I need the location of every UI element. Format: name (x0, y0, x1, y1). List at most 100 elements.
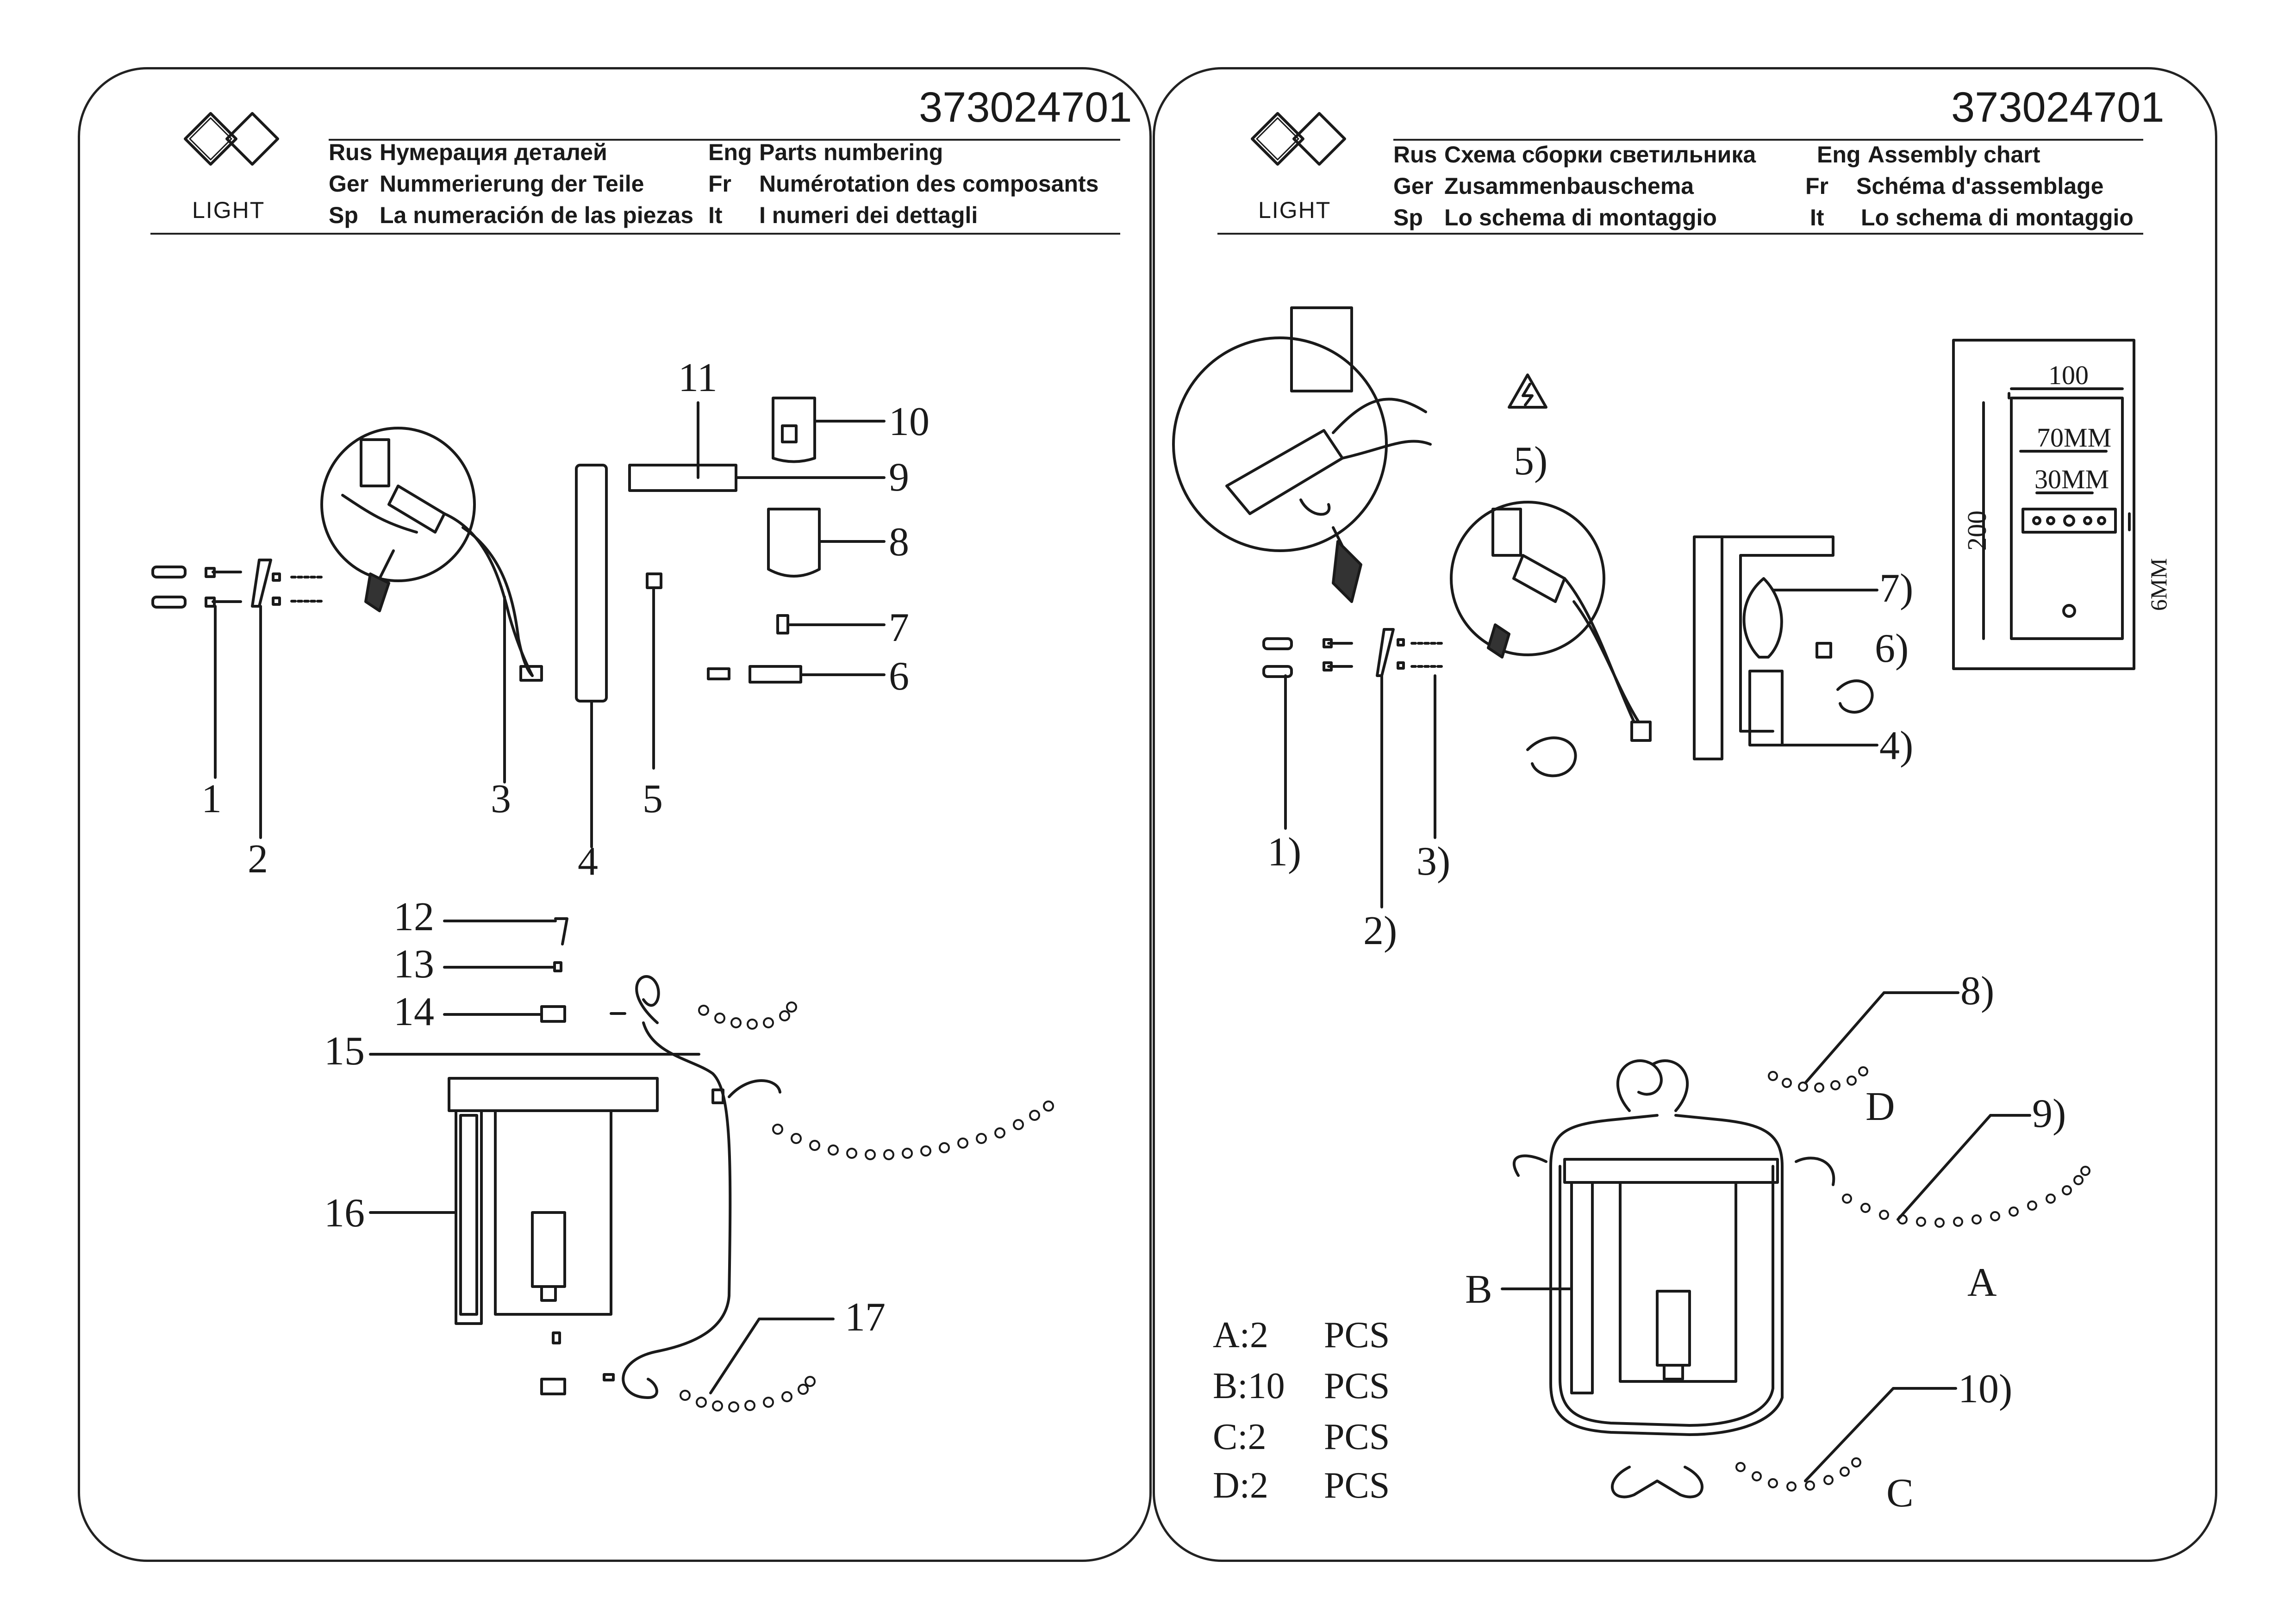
left-logo-icon (184, 112, 279, 166)
heading-text: Parts numbering (759, 139, 943, 165)
part-number: 12 (393, 895, 434, 939)
candle-bulb (1742, 577, 1783, 659)
heading-text: Lo schema di montaggio (1861, 205, 2134, 230)
dim-outer: 70MM (2037, 423, 2111, 453)
step-label: 2) (1363, 908, 1397, 953)
dim-height: 200 (1962, 510, 1992, 551)
nut (646, 572, 662, 589)
lang-code: Sp (329, 202, 358, 228)
pieces-unit: PCS (1324, 1417, 1390, 1457)
pieces-letter: D:2 (1213, 1465, 1268, 1506)
lang-code: Rus (329, 139, 373, 165)
lang-code: Fr (1805, 173, 1828, 199)
left-product-code: 373024701 (919, 84, 1132, 131)
pieces-letter: C:2 (1213, 1417, 1267, 1457)
part-number: 2 (248, 837, 268, 882)
heading-text: Zusammenbauschema (1444, 173, 1694, 199)
part-number: 11 (678, 355, 718, 400)
letter-label: C (1886, 1471, 1914, 1516)
letter-label: D (1866, 1084, 1895, 1129)
left-heading-it: It I numeri dei dettagli (708, 202, 978, 229)
part-number: 10 (889, 399, 930, 444)
part-number: 17 (845, 1295, 886, 1340)
right-heading-eng: Eng Assembly chart (1817, 141, 2040, 168)
heading-text: Nummerierung der Teile (380, 171, 644, 197)
mounting-plate-frame (1952, 339, 2135, 670)
pieces-unit: PCS (1324, 1465, 1390, 1506)
part-number: 5 (643, 777, 663, 821)
right-header-rule-top (1393, 139, 2143, 141)
left-heading-sp: Sp La numeración de las piezas (329, 202, 693, 229)
pieces-row: C:2 PCS (1213, 1416, 1390, 1458)
heading-text: Нумерация деталей (380, 139, 607, 165)
part-number: 9 (889, 455, 909, 500)
wiring-detail-circle-small (1450, 501, 1605, 656)
wall-bracket (1693, 535, 1723, 760)
heading-text: La numeración de las piezas (380, 202, 694, 228)
heading-text: I numeri dei dettagli (759, 202, 978, 228)
step-label: 1) (1267, 830, 1301, 875)
step-label: 6) (1875, 626, 1909, 671)
step-label: 9) (2032, 1091, 2066, 1136)
crystal-chain-left-bottom (680, 1376, 816, 1412)
lang-code: Eng (1817, 142, 1861, 168)
lang-code: Ger (1393, 173, 1434, 199)
crystal-chain-right-a (1842, 1166, 2090, 1228)
right-product-code: 373024701 (1951, 84, 2165, 131)
step-label: 5) (1514, 439, 1547, 484)
crystal-chain-right-d (1768, 1066, 1868, 1093)
right-heading-rus: Rus Схема сборки светильника (1393, 141, 1756, 168)
part-number: 15 (324, 1029, 365, 1074)
part-number: 7 (889, 605, 909, 650)
lang-code: It (708, 202, 723, 228)
lang-code: Rus (1393, 142, 1437, 168)
right-header-rule-bottom (1217, 233, 2143, 235)
right-heading-fr: Fr Schéma d'assemblage (1805, 173, 2103, 199)
pieces-unit: PCS (1324, 1366, 1390, 1406)
left-heading-ger: Ger Nummerierung der Teile (329, 170, 644, 197)
heading-text: Lo schema di montaggio (1444, 205, 1717, 230)
part-number: 4 (578, 839, 598, 884)
step-label: 10) (1958, 1367, 2012, 1412)
part-number: 14 (393, 989, 434, 1034)
heading-text: Схема сборки светильника (1444, 142, 1756, 168)
right-logo-icon (1251, 112, 1346, 166)
heading-text: Assembly chart (1868, 142, 2040, 168)
left-page-frame (78, 67, 1152, 1562)
letter-label: A (1967, 1260, 1997, 1305)
step-label: 7) (1879, 566, 1913, 611)
right-logo-text: LIGHT (1258, 197, 1331, 223)
letter-label: B (1465, 1267, 1492, 1312)
part-number: 13 (393, 942, 434, 987)
pieces-row: D:2 PCS (1213, 1465, 1390, 1507)
left-logo-text: LIGHT (192, 197, 265, 223)
wall-plug-icons (151, 559, 325, 609)
lang-code: Fr (708, 171, 731, 197)
pieces-letter: A:2 (1213, 1315, 1268, 1356)
terminal-detail-circle (320, 427, 476, 582)
part-number: 8 (889, 520, 909, 565)
crystal-chain-right-c (1735, 1457, 1861, 1492)
step-label: 3) (1416, 839, 1450, 884)
part-number: 6 (889, 654, 909, 699)
right-heading-ger: Ger Zusammenbauschema (1393, 173, 1694, 199)
dim-hole: 6MM (2146, 558, 2171, 611)
crystal-chain-left-top (698, 1001, 797, 1030)
heading-text: Numérotation des composants (759, 171, 1099, 197)
backplate-bar (448, 1077, 659, 1112)
heading-text: Schéma d'assemblage (1856, 173, 2104, 199)
step-label: 4) (1879, 723, 1913, 768)
lang-code: Eng (708, 139, 752, 165)
crystal-chain-left-long (772, 1101, 1054, 1160)
lang-code: Ger (329, 171, 369, 197)
part-number: 3 (491, 777, 511, 821)
pieces-letter: B:10 (1213, 1366, 1285, 1406)
right-page-frame (1153, 67, 2217, 1562)
dim-inner: 30MM (2034, 464, 2109, 494)
dim-width: 100 (2048, 360, 2089, 390)
step-label: 8) (1960, 969, 1994, 1014)
left-heading-rus: Rus Нумерация деталей (329, 139, 607, 166)
